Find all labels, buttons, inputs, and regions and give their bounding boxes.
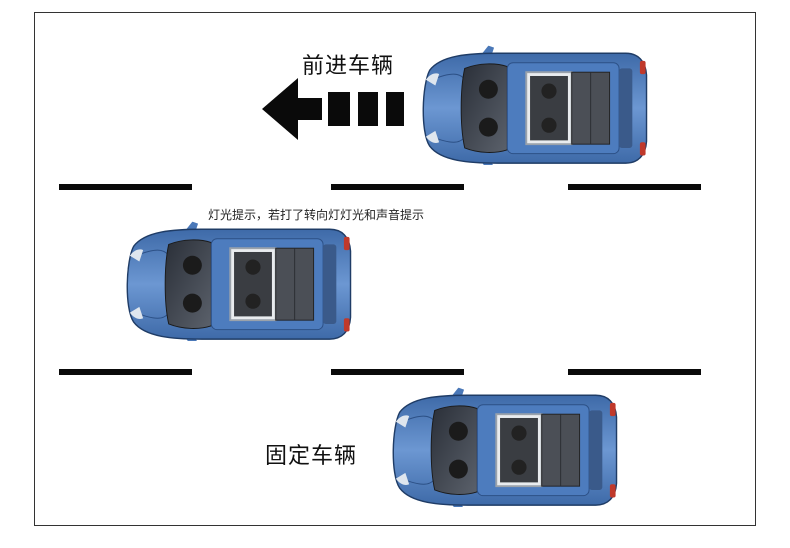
middle-car xyxy=(110,216,360,341)
lane-marking xyxy=(568,184,701,190)
fixed-car xyxy=(376,382,626,507)
forward-car xyxy=(406,40,656,165)
left-arrow-icon xyxy=(262,78,404,140)
lane-marking xyxy=(59,369,192,375)
light-warning-note: 灯光提示，若打了转向灯灯光和声音提示 xyxy=(208,208,425,222)
lane-marking xyxy=(59,184,192,190)
fixed-vehicle-label: 固定车辆 xyxy=(265,444,358,469)
lane-marking xyxy=(331,369,464,375)
lane-marking xyxy=(568,369,701,375)
forward-vehicle-label: 前进车辆 xyxy=(302,54,395,79)
lane-marking xyxy=(331,184,464,190)
